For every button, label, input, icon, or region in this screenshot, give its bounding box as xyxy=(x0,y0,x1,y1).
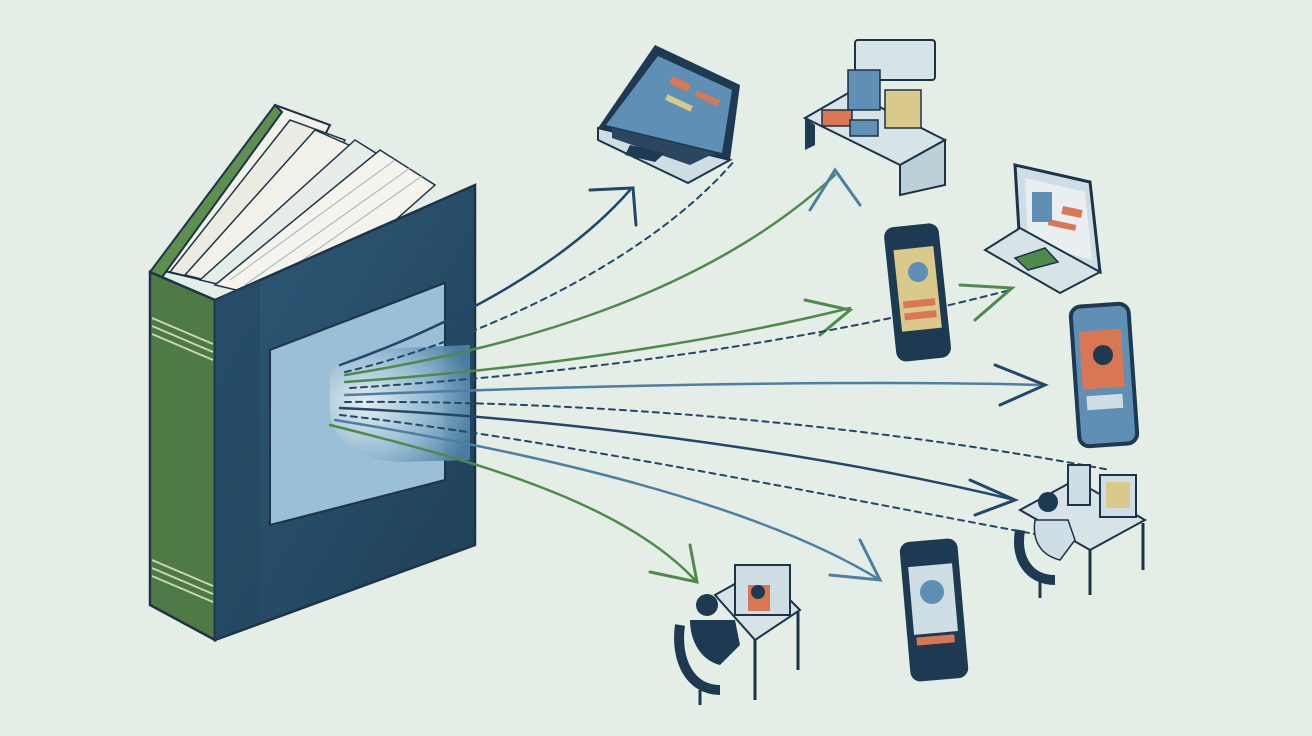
laptop-device xyxy=(597,45,740,185)
small-laptop-device xyxy=(983,163,1103,295)
phone-device-bottom xyxy=(899,538,969,682)
person-at-desk-right xyxy=(1014,464,1148,598)
book-spine xyxy=(148,270,217,643)
phone-device-top xyxy=(884,223,951,362)
book-pages xyxy=(158,103,437,306)
connectors xyxy=(328,159,1111,584)
tablet-device xyxy=(1068,301,1140,449)
book xyxy=(148,103,477,643)
desk-workstation xyxy=(802,39,948,197)
person-at-desk-left xyxy=(674,564,802,705)
